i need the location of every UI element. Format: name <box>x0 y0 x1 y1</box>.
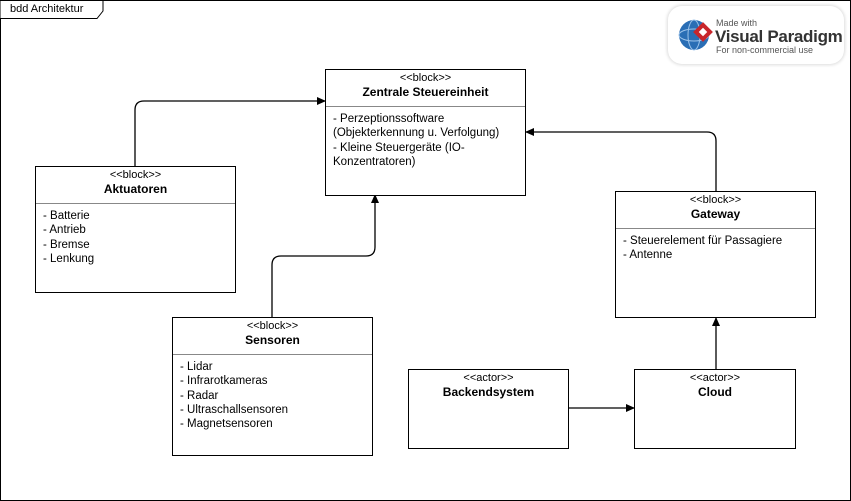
block-attributes: - Steuerelement für Passagiere - Antenne <box>623 235 783 262</box>
block-stereotype: <<block>> <box>246 320 299 332</box>
compartment-divider <box>173 354 372 355</box>
block-stereotype: <<block>> <box>109 169 162 181</box>
watermark-made-with: Made with <box>716 18 758 28</box>
block-sensoren[interactable]: <<block>> Sensoren - Lidar - Infrarotkam… <box>172 317 373 456</box>
block-zentrale-steuereinheit[interactable]: <<block>> Zentrale Steuereinheit - Perze… <box>325 69 526 196</box>
connector-sensoren-to-zentrale <box>271 194 379 317</box>
actor-stereotype: <<actor>> <box>689 372 741 384</box>
block-attributes: - Batterie - Antrieb - Bremse - Lenkung <box>43 210 95 265</box>
frame-tab <box>0 0 104 19</box>
watermark-subtitle: For non-commercial use <box>716 45 814 55</box>
compartment-divider <box>616 228 815 229</box>
block-name: Aktuatoren <box>103 182 168 196</box>
block-stereotype: <<block>> <box>399 72 452 84</box>
actor-name: Backendsystem <box>442 385 535 399</box>
frame-title: bdd Architektur <box>10 3 84 15</box>
block-attributes: - Perzeptionssoftware (Objekterkennung u… <box>333 113 500 168</box>
block-name: Zentrale Steuereinheit <box>362 85 489 99</box>
connector-gateway-to-zentrale <box>525 128 717 191</box>
watermark-brand: Visual Paradigm <box>715 27 843 46</box>
block-name: Gateway <box>690 207 741 221</box>
actor-backendsystem[interactable]: <<actor>> Backendsystem <box>408 369 569 449</box>
compartment-divider <box>36 203 235 204</box>
visual-paradigm-watermark: Made with Visual Paradigm For non-commer… <box>668 6 844 64</box>
connector-aktuatoren-to-zentrale <box>134 97 326 166</box>
actor-stereotype: <<actor>> <box>463 372 514 384</box>
visual-paradigm-globe-icon <box>678 19 713 51</box>
block-name: Sensoren <box>245 333 300 347</box>
compartment-divider <box>326 106 525 107</box>
actor-cloud[interactable]: <<actor>> Cloud <box>634 369 796 449</box>
block-stereotype: <<block>> <box>689 194 742 206</box>
block-attributes: - Lidar - Infrarotkameras - Radar - Ultr… <box>180 361 289 431</box>
block-gateway[interactable]: <<block>> Gateway - Steuerelement für Pa… <box>615 191 816 318</box>
block-aktuatoren[interactable]: <<block>> Aktuatoren - Batterie - Antrie… <box>35 166 236 293</box>
actor-name: Cloud <box>698 385 732 399</box>
